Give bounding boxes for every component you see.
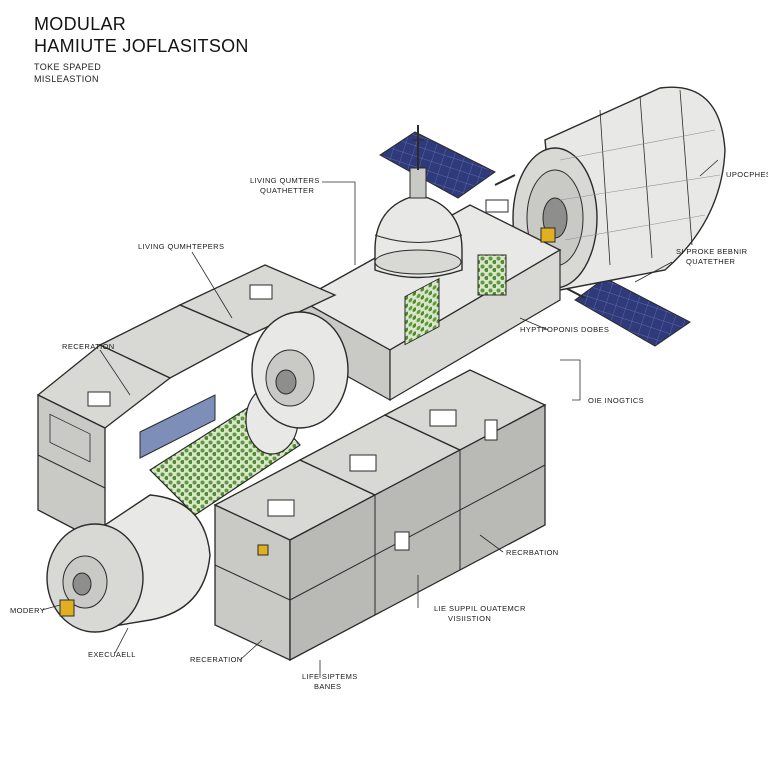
label-text: SI PROKE BEBNIR (676, 247, 748, 256)
label-text: QUATHETTER (260, 186, 315, 195)
label-text: LIVING QUMTERS (250, 176, 320, 185)
module-upper-left-block (36, 264, 337, 547)
label-recreation-left: RECERATION (62, 342, 115, 351)
label-text: LIE SUPPIL OUATEMCR (434, 604, 526, 613)
module-lower-cargo (213, 369, 547, 662)
module-dome (374, 125, 463, 279)
label-text: LIFE SIPTEMS (302, 672, 358, 681)
label-recreation-right: RECRBATION (506, 548, 559, 557)
label-text: VISIISTION (448, 614, 492, 623)
solar-panel-upper (379, 131, 496, 199)
label-modery: MODERY (10, 606, 46, 615)
label-storage-right: SI PROKE BEBNIR QUATETHER (676, 247, 747, 267)
label-hydroponics: HYPTPOPONIS DOBES (520, 325, 610, 334)
label-life-systems: LIFE SIPTEMS BANES (302, 672, 358, 692)
label-recreation-bottom: RECERATION (190, 655, 243, 664)
diagram-subtitle-line-1: TOKE SPAPED (34, 62, 102, 72)
label-upper-right: UPOCPHES (726, 170, 768, 179)
module-end-cylinder (46, 494, 211, 633)
label-living-quarters-left: LIVING QUMHTEPERS (138, 242, 225, 251)
module-round-hub (251, 311, 349, 429)
label-text: BANES (314, 682, 342, 691)
label-logistics: OIE INOGTICS (588, 396, 645, 405)
label-text: QUATETHER (686, 257, 736, 266)
solar-panel-lower (574, 277, 691, 347)
label-living-quarters-top: LIVING QUMTERS QUATHETTER (250, 176, 320, 196)
leader-lines (41, 159, 719, 678)
diagram-title-line-2: HAMIUTE JOFLASITSON (34, 36, 249, 56)
label-executive: EXECUAELL (88, 650, 136, 659)
diagram-title-line-1: MODULAR (34, 14, 127, 34)
diagram-subtitle-line-2: MISLEASTION (34, 74, 99, 84)
label-life-support: LIE SUPPIL OUATEMCR VISIISTION (434, 604, 526, 624)
